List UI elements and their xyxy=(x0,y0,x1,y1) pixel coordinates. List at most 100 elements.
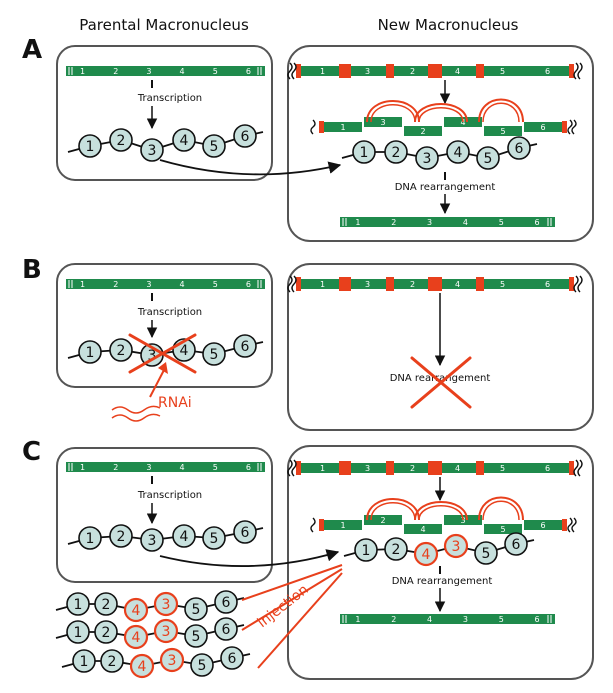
dna-bar-a-new-pairing-seg-label-5: 6 xyxy=(540,123,545,132)
rna-beads-a-new-bead-label-3: 4 xyxy=(454,145,463,161)
transcription-label-c: Transcription xyxy=(137,490,202,501)
dna-bar-c-new-scrambled-ies-1 xyxy=(386,461,394,475)
dna-bar-b-parental-body xyxy=(66,279,265,289)
dna-bar-b-parental-seg-label-2: 3 xyxy=(146,280,151,289)
rna-beads-c-parental-bead-2 xyxy=(140,528,164,552)
rna-beads-c-new-bead-label-1: 2 xyxy=(392,542,401,558)
injected-rna-3-bead-0 xyxy=(72,649,96,673)
dna-bar-a-parental-seg-label-5: 6 xyxy=(246,67,251,76)
dna-bar-c-new-scrambled-ies-3 xyxy=(476,461,484,475)
dna-bar-b-new-seg-label-0: 1 xyxy=(320,280,325,289)
dna-bar-c-new-scrambled-break-left xyxy=(287,459,297,477)
rna-beads-a-new-bead-label-5: 6 xyxy=(515,141,524,157)
dna-bar-a-parental-seg-label-0: 1 xyxy=(80,67,85,76)
dna-bar-c-new-pairing-seg-2 xyxy=(404,524,442,534)
dna-bar-a-new-final-seg-label-4: 5 xyxy=(499,218,504,227)
panel-label-b: B xyxy=(22,255,42,285)
dna-bar-c-new-final-seg-label-2: 4 xyxy=(427,615,432,624)
dna-bar-b-new-seg-label-2: 2 xyxy=(410,280,415,289)
injected-rna-3-bead-label-2: 4 xyxy=(138,659,147,675)
box-b-parental xyxy=(56,263,273,388)
injected-rna-1-bead-label-5: 6 xyxy=(222,595,231,611)
rna-beads-a-parental-bead-label-5: 6 xyxy=(241,129,250,145)
injection-label: injection xyxy=(255,582,312,631)
dna-bar-b-new-break-right xyxy=(573,275,583,293)
dna-bar-a-parental-seg-label-2: 3 xyxy=(146,67,151,76)
dna-bar-c-new-final-seg-label-1: 2 xyxy=(391,615,396,624)
rna-beads-a-parental-bead-0 xyxy=(78,134,102,158)
dna-bar-b-new-ies-1 xyxy=(386,277,394,291)
injected-rna-2-bead-label-0: 1 xyxy=(74,625,83,641)
dna-bar-c-new-pairing-seg-0 xyxy=(324,520,362,530)
dna-bar-a-new-final-seg-label-2: 3 xyxy=(427,218,432,227)
injected-rna-1-bead-5 xyxy=(214,590,238,614)
dna-bar-c-new-scrambled-seg-label-0: 1 xyxy=(320,464,325,473)
injected-rna-2-bead-3 xyxy=(153,618,179,644)
panel-label-a: A xyxy=(22,35,42,65)
rna-beads-c-new-bead-label-5: 6 xyxy=(512,537,521,553)
dna-bar-a-parental-seg-label-1: 2 xyxy=(113,67,118,76)
dna-bar-c-new-scrambled-seg-label-3: 4 xyxy=(455,464,460,473)
rnai-strand-2 xyxy=(111,413,161,422)
dna-bar-c-new-pairing-seg-label-4: 5 xyxy=(500,525,505,534)
rna-beads-a-new-bead-label-4: 5 xyxy=(484,151,493,167)
injected-rna-2-bead-label-2: 4 xyxy=(132,630,141,646)
rna-beads-b-parental-bead-4 xyxy=(202,342,226,366)
dna-bar-a-new-pairing-end-right xyxy=(562,121,567,133)
dna-bar-a-new-pairing-break-right xyxy=(567,119,577,135)
dna-bar-c-parental-seg-label-5: 6 xyxy=(246,463,251,472)
dna-bar-a-new-pairing-arc-1 xyxy=(414,103,468,123)
dna-bar-a-new-pairing-arc-inner-1 xyxy=(418,107,464,123)
rna-beads-a-new-bead-2 xyxy=(415,146,439,170)
dna-bar-a-new-pairing-seg-0 xyxy=(324,122,362,132)
rna-beads-a-new-bead-0 xyxy=(352,140,376,164)
transport-arrow-c xyxy=(159,549,340,567)
dna-bar-c-parental-seg-label-0: 1 xyxy=(80,463,85,472)
dna-bar-b-new-ies-3 xyxy=(476,277,484,291)
rna-beads-c-new-bead-2 xyxy=(413,541,439,567)
header-parental: Parental Macronucleus xyxy=(79,16,249,34)
dna-bar-b-parental-seg-label-4: 5 xyxy=(213,280,218,289)
rna-beads-c-parental-bead-0 xyxy=(78,526,102,550)
dna-bar-c-new-pairing-arc-1 xyxy=(414,501,468,521)
transcription-label-b: Transcription xyxy=(137,307,202,318)
dna-bar-a-new-scrambled-end-left xyxy=(296,64,301,78)
rna-beads-a-new-bead-5 xyxy=(507,136,531,160)
dna-bar-b-parental-seg-label-3: 4 xyxy=(180,280,185,289)
rna-beads-c-new-bead-3 xyxy=(443,533,469,559)
dna-bar-a-new-scrambled-seg-label-1: 3 xyxy=(365,67,370,76)
rna-beads-a-new-bead-4 xyxy=(476,146,500,170)
dna-rearrangement-label-b: DNA rearrangement xyxy=(390,373,491,384)
rna-beads-c-parental-bead-5 xyxy=(233,520,257,544)
dna-bar-a-new-scrambled-seg-label-2: 2 xyxy=(410,67,415,76)
rna-beads-c-parental-bead-1 xyxy=(109,524,133,548)
rna-beads-b-parental-bead-label-5: 6 xyxy=(241,339,250,355)
injected-rna-2-bead-1 xyxy=(94,620,118,644)
injected-rna-2-bead-4 xyxy=(184,624,208,648)
dna-bar-a-new-scrambled-ies-3 xyxy=(476,64,484,78)
rna-beads-a-parental-bead-5 xyxy=(233,124,257,148)
dna-bar-c-new-scrambled-end-left xyxy=(296,461,301,475)
dna-bar-a-new-scrambled-seg-label-4: 5 xyxy=(500,67,505,76)
rna-beads-a-parental-bead-1 xyxy=(109,128,133,152)
rna-beads-c-new-bead-5 xyxy=(504,532,528,556)
injected-rna-1-bead-2 xyxy=(123,597,149,623)
rna-beads-c-new-bead-label-2: 4 xyxy=(422,547,431,563)
dna-bar-c-new-pairing-seg-4 xyxy=(484,524,522,534)
rna-beads-c-parental-bead-label-5: 6 xyxy=(241,525,250,541)
dna-bar-a-new-final-seg-label-5: 6 xyxy=(535,218,540,227)
rna-beads-b-parental-bead-label-0: 1 xyxy=(86,345,95,361)
rnai-arrow xyxy=(149,369,165,398)
dna-bar-c-new-pairing-end-left xyxy=(319,519,324,531)
dna-bar-c-new-pairing-arc-inner-0 xyxy=(370,502,416,521)
rna-beads-c-parental-bead-label-3: 4 xyxy=(180,529,189,545)
dna-bar-c-parental-seg-label-3: 4 xyxy=(180,463,185,472)
dna-bar-c-new-pairing-seg-label-1: 2 xyxy=(380,516,385,525)
injected-rna-1-bead-label-4: 5 xyxy=(192,602,201,618)
dna-bar-c-new-pairing-break-right xyxy=(567,517,577,533)
